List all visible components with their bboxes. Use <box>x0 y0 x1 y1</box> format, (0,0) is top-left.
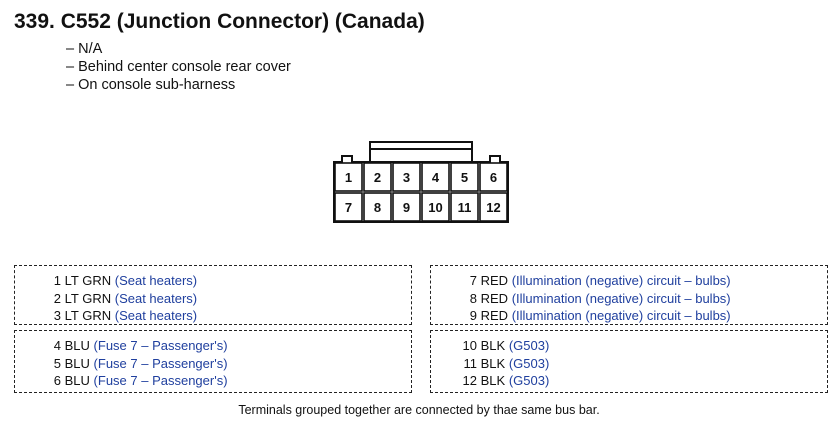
terminal-group-10-12: 10 BLK (G503)11 BLK (G503)12 BLK (G503) <box>430 330 828 393</box>
terminal-number: 1 <box>53 273 61 288</box>
pin-number: 6 <box>490 170 497 185</box>
pin-number: 8 <box>374 200 381 215</box>
terminal-row: 9 RED (Illumination (negative) circuit –… <box>431 307 827 325</box>
terminal-row: 6 BLU (Fuse 7 – Passenger's) <box>15 372 411 390</box>
wire-color: RED <box>480 308 509 323</box>
wire-color: RED <box>480 290 509 306</box>
wire-color: BLK <box>480 355 506 371</box>
terminal-number: 8 <box>469 290 477 306</box>
terminal-number: 7 <box>469 273 477 288</box>
pin-cavity <box>450 192 479 222</box>
terminal-group-4-6: 4 BLU (Fuse 7 – Passenger's)5 BLU (Fuse … <box>14 330 412 393</box>
wire-color: BLK <box>480 338 506 353</box>
circuit-description: (Illumination (negative) circuit – bulbs… <box>511 308 731 323</box>
circuit-description: (Fuse 7 – Passenger's) <box>93 373 228 388</box>
circuit-description: (G503) <box>508 373 550 388</box>
circuit-description: (G503) <box>508 355 550 371</box>
circuit-description: (G503) <box>508 338 550 353</box>
wire-color: BLU <box>64 355 90 371</box>
pin-cavity <box>363 162 392 192</box>
wire-color: LT GRN <box>64 290 112 306</box>
meta-line-harness: – On console sub-harness <box>66 77 236 93</box>
bus-bar-footnote: Terminals grouped together are connected… <box>238 403 600 417</box>
wire-color: LT GRN <box>64 308 112 323</box>
terminal-number: 5 <box>53 355 61 371</box>
pin-cavity <box>479 162 508 192</box>
terminal-number: 11 <box>463 355 478 371</box>
pin-number: 2 <box>374 170 381 185</box>
terminal-number: 4 <box>53 338 61 353</box>
pin-number: 12 <box>486 200 500 215</box>
circuit-description: (Fuse 7 – Passenger's) <box>93 355 228 371</box>
pin-number: 3 <box>403 170 410 185</box>
wire-color: BLK <box>480 373 506 388</box>
circuit-description: (Seat heaters) <box>114 308 198 323</box>
connector-latch <box>369 141 473 162</box>
pin-number: 9 <box>403 200 410 215</box>
pin-number: 1 <box>345 170 352 185</box>
terminal-number: 12 <box>462 373 477 388</box>
pin-cavity <box>392 162 421 192</box>
terminal-row: 12 BLK (G503) <box>431 372 827 390</box>
wire-color: BLU <box>64 373 90 388</box>
terminal-group-1-3: 1 LT GRN (Seat heaters)2 LT GRN (Seat he… <box>14 265 412 325</box>
circuit-description: (Seat heaters) <box>114 290 198 306</box>
pin-number: 11 <box>458 200 472 215</box>
terminal-number: 3 <box>53 308 61 323</box>
pin-cavity <box>421 162 450 192</box>
terminal-row: 2 LT GRN (Seat heaters) <box>15 290 411 308</box>
terminal-row: 10 BLK (G503) <box>431 337 827 355</box>
pin-cavity <box>334 192 363 222</box>
circuit-description: (Illumination (negative) circuit – bulbs… <box>511 273 731 288</box>
terminal-row: 4 BLU (Fuse 7 – Passenger's) <box>15 337 411 355</box>
circuit-description: (Fuse 7 – Passenger's) <box>93 338 228 353</box>
pin-cavity <box>334 162 363 192</box>
pin-number: 5 <box>461 170 468 185</box>
wire-color: LT GRN <box>64 273 112 288</box>
pin-number: 10 <box>428 200 442 215</box>
wire-color: RED <box>480 273 509 288</box>
meta-line-location: – Behind center console rear cover <box>66 59 291 75</box>
terminal-row: 11 BLK (G503) <box>431 355 827 373</box>
terminal-row: 5 BLU (Fuse 7 – Passenger's) <box>15 355 411 373</box>
terminal-row: 3 LT GRN (Seat heaters) <box>15 307 411 325</box>
terminal-number: 2 <box>53 290 61 306</box>
pin-number: 4 <box>432 170 440 185</box>
terminal-number: 9 <box>469 308 477 323</box>
connector-meta: – N/A – Behind center console rear cover… <box>66 40 291 94</box>
circuit-description: (Illumination (negative) circuit – bulbs… <box>511 290 731 306</box>
terminal-row: 7 RED (Illumination (negative) circuit –… <box>431 272 827 290</box>
terminal-number: 10 <box>462 338 477 353</box>
terminal-group-7-9: 7 RED (Illumination (negative) circuit –… <box>430 265 828 325</box>
pin-cavity <box>363 192 392 222</box>
terminal-row: 1 LT GRN (Seat heaters) <box>15 272 411 290</box>
pin-cavity <box>450 162 479 192</box>
circuit-description: (Seat heaters) <box>114 273 198 288</box>
terminal-number: 6 <box>53 373 61 388</box>
pin-cavity <box>479 192 508 222</box>
pin-cavity <box>392 192 421 222</box>
wire-color: BLU <box>64 338 90 353</box>
meta-line-availability: – N/A <box>66 41 103 57</box>
terminal-row: 8 RED (Illumination (negative) circuit –… <box>431 290 827 308</box>
pin-cavity <box>421 192 450 222</box>
pin-number: 7 <box>345 200 352 215</box>
page-title: 339. C552 (Junction Connector) (Canada) <box>14 10 425 33</box>
